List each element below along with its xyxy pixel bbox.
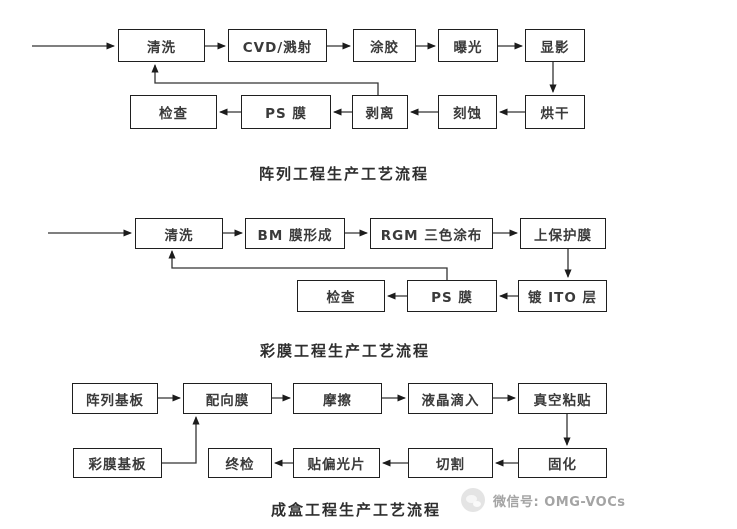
flow-node-jiancha-1: 检查 — [130, 95, 217, 129]
flow-node-rgm: RGM 三色涂布 — [370, 218, 493, 249]
flow-node-guhua: 固化 — [518, 448, 607, 478]
arrow-caimo-peixiang — [162, 415, 200, 464]
flow-node-honggan: 烘干 — [525, 95, 585, 129]
flow-node-psmo-2: PS 膜 — [407, 280, 497, 312]
flow-node-qiege: 切割 — [408, 448, 493, 478]
flow-node-keshi: 刻蚀 — [438, 95, 497, 129]
wechat-id-label: 微信号: OMG-VOCs — [493, 494, 626, 510]
flow-title-color-film: 彩膜工程生产工艺流程 — [259, 342, 430, 360]
flow-node-qingxi-2: 清洗 — [135, 218, 223, 249]
arrow-feedback-psmo-qingxi — [168, 249, 448, 280]
flow-node-zhenlie-jiban: 阵列基板 — [72, 383, 158, 414]
wechat-icon — [461, 488, 485, 512]
flow-node-psmo-1: PS 膜 — [241, 95, 331, 129]
flow-node-boli: 剥离 — [352, 95, 408, 129]
flow-node-tie-pianguang: 贴偏光片 — [293, 448, 380, 478]
flow-node-moca: 摩擦 — [293, 383, 382, 414]
flow-node-tujiao: 涂胶 — [353, 29, 416, 62]
flow-node-qingxi-1: 清洗 — [118, 29, 205, 62]
flow-node-cvd: CVD/溅射 — [228, 29, 327, 62]
flow-node-baoguang: 曝光 — [438, 29, 498, 62]
flow-node-xianying: 显影 — [525, 29, 585, 62]
flow-node-peixiang-mo: 配向膜 — [183, 383, 272, 414]
flow-node-jiancha-2: 检查 — [297, 280, 385, 312]
flow-title-array: 阵列工程生产工艺流程 — [258, 165, 429, 183]
flow-node-bm-mo: BM 膜形成 — [245, 218, 345, 249]
flow-node-caimo-jiban: 彩膜基板 — [73, 448, 162, 478]
arrow-feedback-boli-qingxi — [151, 63, 379, 95]
flow-node-yejing-diru: 液晶滴入 — [408, 383, 493, 414]
flow-node-zhenkong: 真空粘贴 — [518, 383, 607, 414]
flow-title-cell-assembly: 成盒工程生产工艺流程 — [270, 501, 441, 519]
flow-node-zhongjian: 终检 — [208, 448, 272, 478]
flow-node-baohu-mo: 上保护膜 — [520, 218, 606, 249]
wechat-watermark: 微信号: OMG-VOCs — [461, 488, 626, 512]
flow-node-du-ito: 镀 ITO 层 — [518, 280, 607, 312]
